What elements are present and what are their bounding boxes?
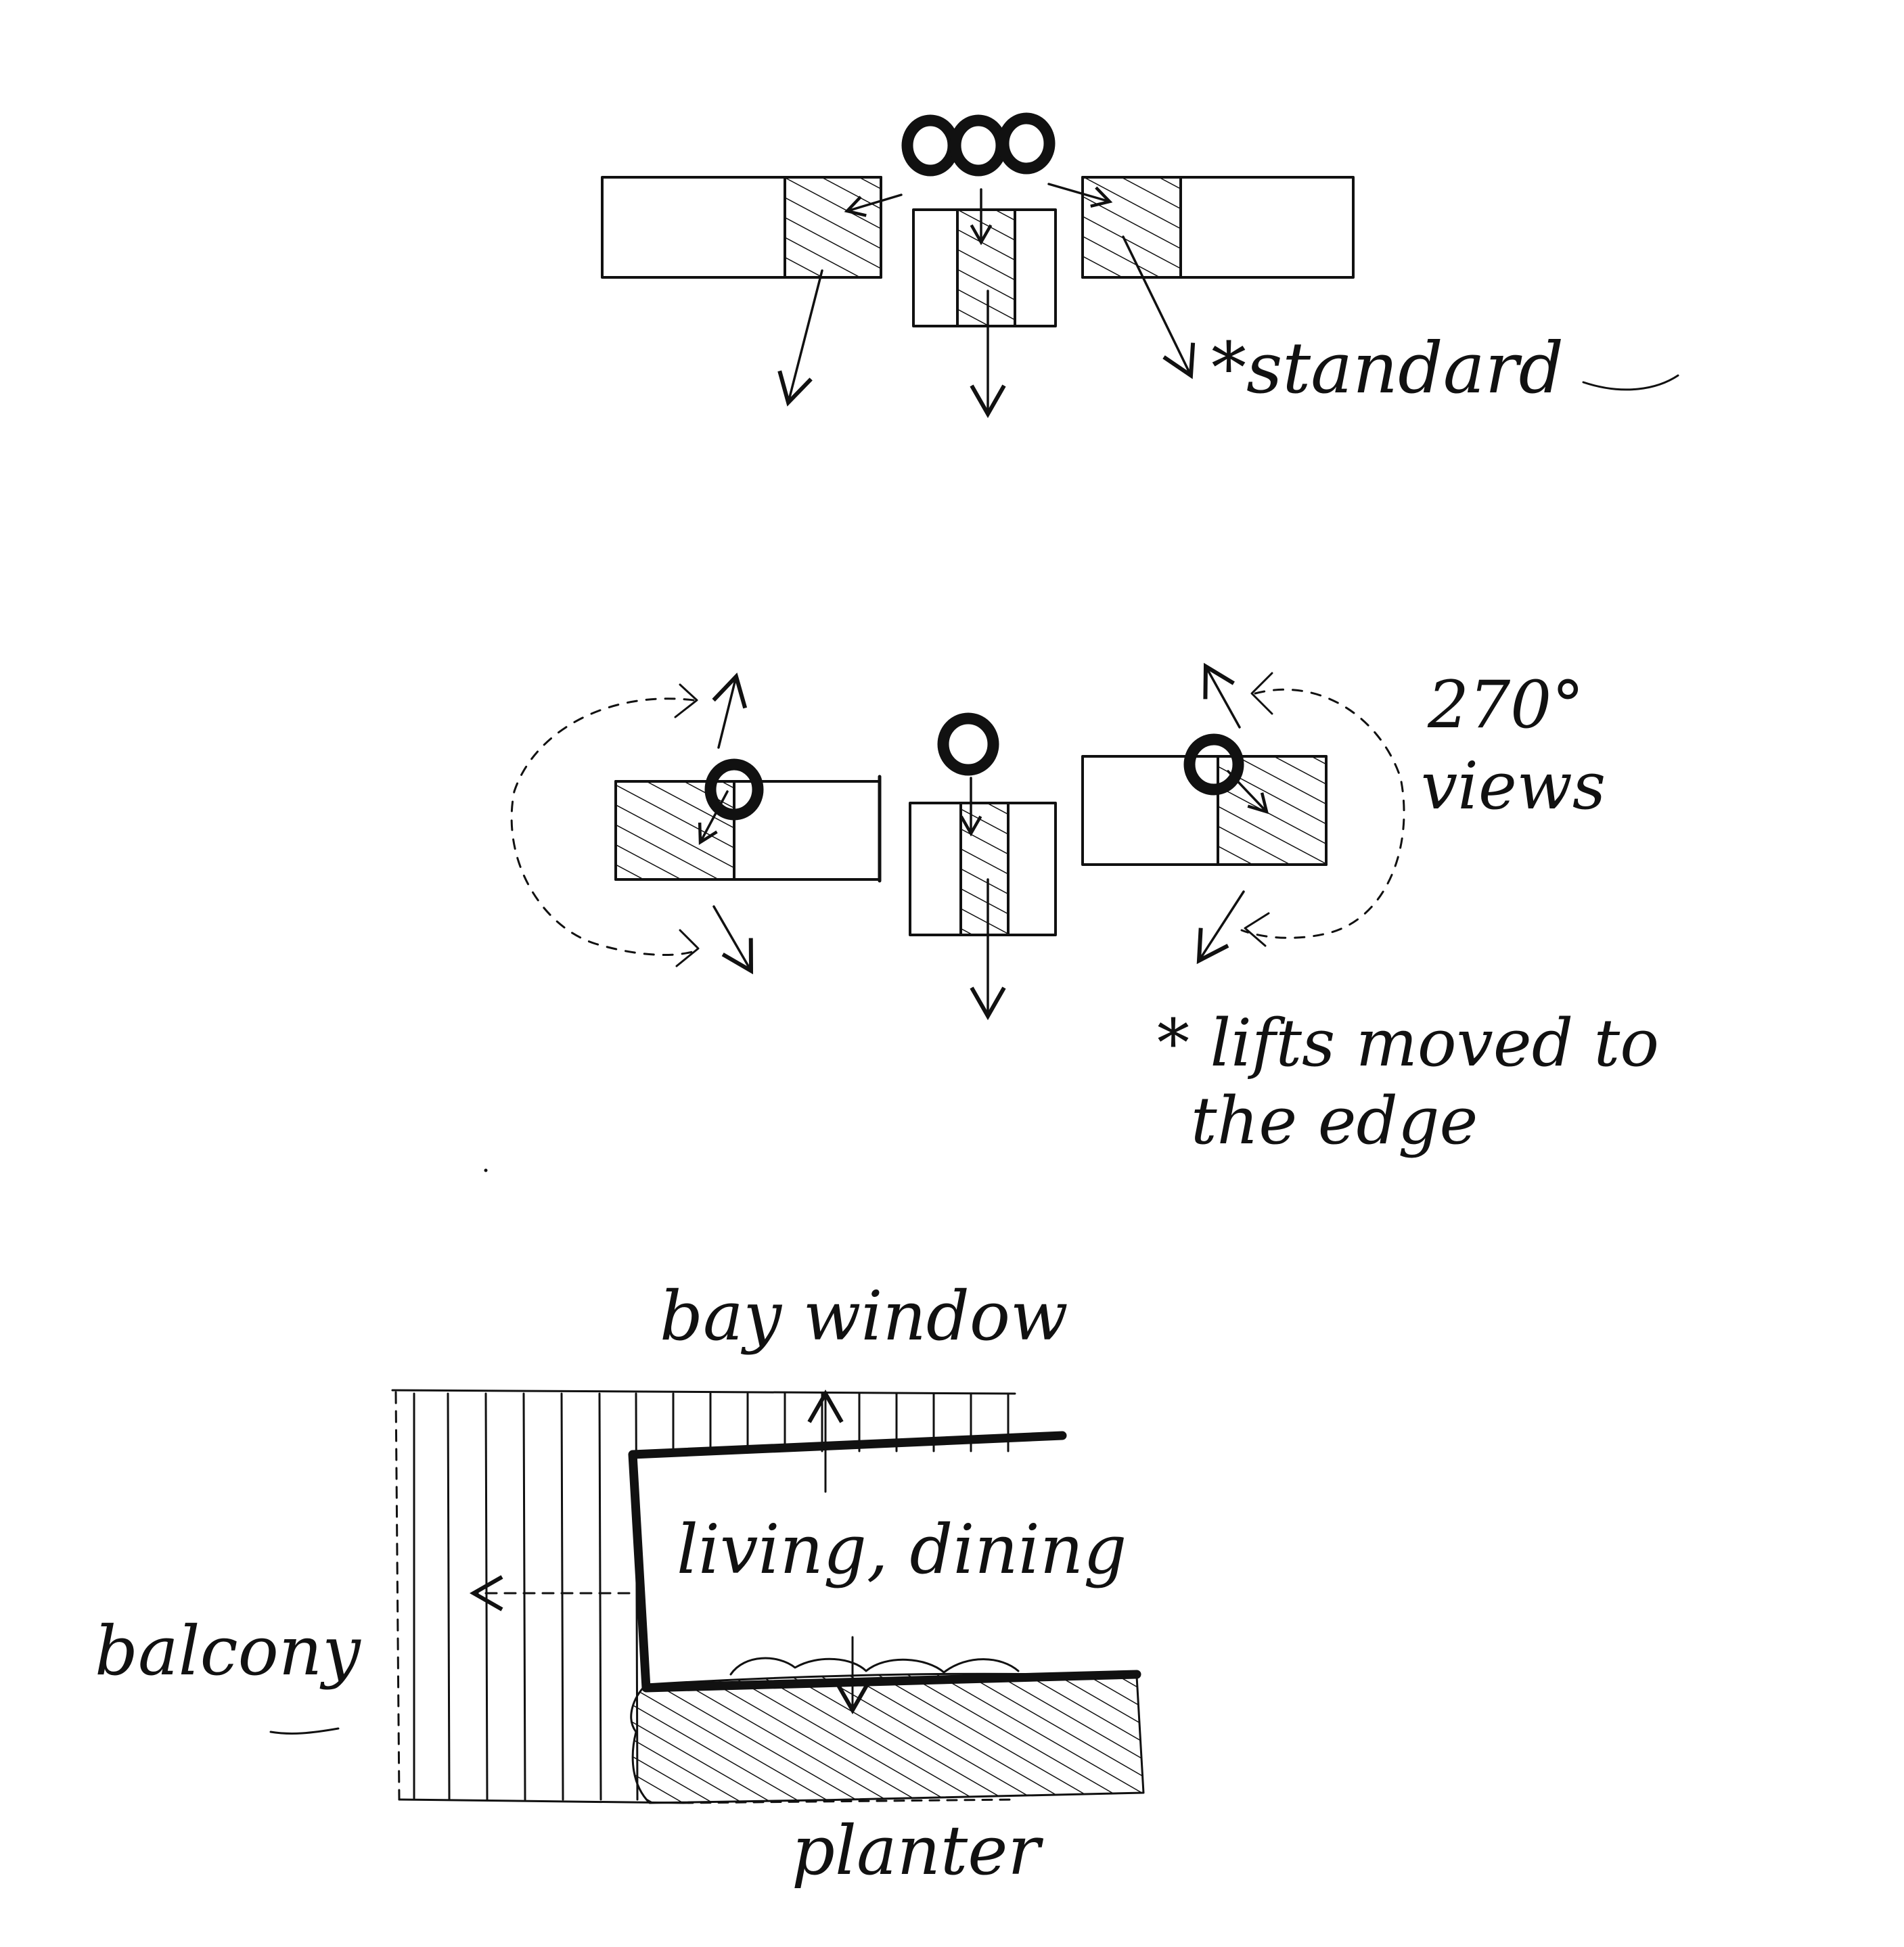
sketch-standard: *standard <box>601 112 1679 419</box>
note-angle: 270° <box>1427 667 1584 743</box>
lift-cluster-icon <box>901 112 1056 177</box>
note-views: views <box>1421 748 1606 824</box>
lift-icon <box>704 712 1244 821</box>
ink-dot <box>484 1168 488 1172</box>
block-right <box>1081 176 1355 279</box>
note-lifts-line2: the edge <box>1191 1083 1478 1159</box>
sketch-270-views: 270° views * lifts moved to the edge <box>510 662 1659 1159</box>
block-centre <box>909 802 1057 936</box>
note-standard: *standard <box>1211 327 1564 409</box>
block-right <box>1081 755 1328 866</box>
sweep-arrowheads <box>674 672 1273 967</box>
block-left <box>601 176 882 279</box>
block-centre <box>912 208 1057 327</box>
label-living-dining: living, dining <box>677 1510 1127 1589</box>
label-bay-window: bay window <box>660 1277 1068 1356</box>
circulation-arrows <box>469 1389 871 1715</box>
view-sweep-arcs <box>510 688 1405 956</box>
circulation-arrows <box>777 183 1196 419</box>
label-planter: planter <box>792 1811 1043 1890</box>
sketch-unit-plan: bay window living, dining balcony plante… <box>95 1277 1145 1890</box>
label-balcony: balcony <box>95 1611 361 1691</box>
circulation-arrows <box>698 662 1269 1021</box>
note-lifts-line1: * lifts moved to <box>1157 1005 1659 1081</box>
block-left <box>614 775 882 883</box>
planter <box>630 1657 1145 1804</box>
